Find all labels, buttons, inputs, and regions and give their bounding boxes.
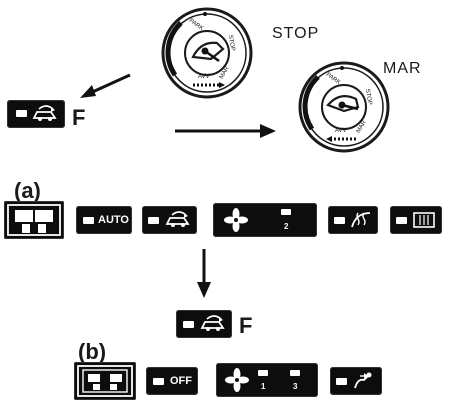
defrost-rear-indicator [396,217,407,224]
fan-low-indicator-b [258,370,268,376]
defrost-rear-button[interactable] [390,206,442,234]
recirc-icon [32,105,57,121]
state-mar-label: MAR [383,60,422,77]
fan-speed-control-a[interactable]: 2 [213,203,317,237]
dial1-label-avv: AVV [198,74,210,80]
recirc-button-a[interactable] [142,206,197,234]
air-distribution-button-b[interactable] [74,362,136,400]
off-button[interactable]: OFF [146,367,198,395]
fan-high-indicator-a [281,209,291,215]
recirc-icon-a [165,211,190,227]
off-indicator [153,378,164,385]
fan-icon-a [224,208,248,232]
fan-high-indicator-b [290,370,300,376]
defrost-front-indicator [334,217,345,224]
air-distribution-icon [7,204,61,236]
fan-speed-control-b[interactable]: 1 3 [216,363,318,397]
windshield-defrost-icon [351,212,371,228]
recirc-icon-middle [200,315,225,331]
air-distribution-icon-b [77,365,133,397]
off-label: OFF [170,375,192,387]
fan-low-label-b: 1 [261,382,266,391]
defrost-front-button[interactable] [328,206,378,234]
rear-window-defrost-icon [413,212,435,228]
air-flow-indicator-b [336,378,347,385]
recirc-indicator-middle [183,321,194,328]
recirc-fan-label-top: F [72,105,86,130]
dial2-label-avv: AVV [335,128,347,134]
recirc-indicator-a [148,217,159,224]
air-flow-button-b[interactable] [330,367,382,395]
air-flow-icon [354,372,372,389]
fan-high-label-a: 2 [284,222,289,231]
auto-button[interactable]: AUTO [76,206,132,234]
state-stop-label: STOP [272,25,320,42]
auto-label: AUTO [98,214,129,226]
section-b-label: (b) [78,339,107,364]
air-distribution-button-a[interactable] [4,201,64,239]
recirc-button-top[interactable] [7,100,65,128]
fan-icon-b [225,368,249,392]
recirc-indicator [16,110,27,117]
recirc-fan-label-middle: F [239,313,253,338]
recirc-button-middle[interactable] [176,310,232,338]
fan-high-label-b: 3 [293,382,298,391]
section-a-label: (a) [14,178,41,203]
auto-indicator [83,217,94,224]
